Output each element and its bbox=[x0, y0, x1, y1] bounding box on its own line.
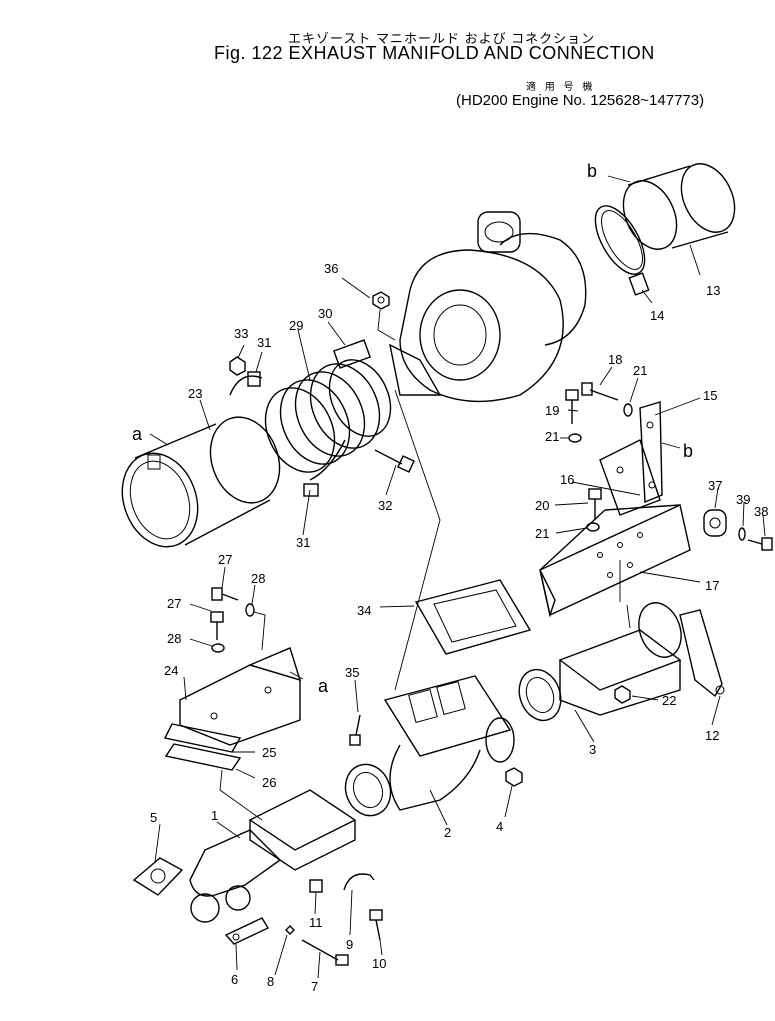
part-34-gasket bbox=[414, 579, 532, 655]
callout-23: 23 bbox=[188, 386, 202, 401]
callout-27-a: 27 bbox=[218, 552, 232, 567]
callout-14: 14 bbox=[650, 308, 664, 323]
callout-6: 6 bbox=[231, 972, 238, 987]
part-36-nut bbox=[372, 291, 390, 310]
callout-24: 24 bbox=[164, 663, 178, 678]
part-29-bellows bbox=[264, 339, 392, 473]
part-9-clamp bbox=[343, 873, 375, 891]
part-12-bracket bbox=[679, 609, 725, 698]
part-28-washer bbox=[245, 603, 255, 617]
callout-10: 10 bbox=[372, 956, 386, 971]
applicability-japanese: 適 用 号 機 bbox=[526, 82, 596, 93]
callout-12: 12 bbox=[705, 728, 719, 743]
part-8-washer bbox=[285, 925, 295, 935]
part-17-heat-shield bbox=[539, 503, 691, 618]
callout-32: 32 bbox=[378, 498, 392, 513]
callout-8: 8 bbox=[267, 974, 274, 989]
callout-39: 39 bbox=[736, 492, 750, 507]
callout-28-a: 28 bbox=[251, 571, 265, 586]
part-10-bolt bbox=[369, 909, 383, 941]
callout-28-b: 28 bbox=[167, 631, 181, 646]
callout-5: 5 bbox=[150, 810, 157, 825]
part-31-clamp bbox=[229, 371, 346, 497]
connection-marker-b-top: b bbox=[587, 161, 597, 181]
part-28-washer bbox=[211, 643, 225, 653]
turbocharger bbox=[389, 211, 587, 403]
callout-3: 3 bbox=[589, 742, 596, 757]
callout-21-b: 21 bbox=[535, 526, 549, 541]
part-18-bolt bbox=[581, 382, 619, 401]
part-7-bolt bbox=[301, 939, 349, 966]
part-13-exhaust-pipe bbox=[622, 163, 736, 250]
callout-7: 7 bbox=[311, 979, 318, 994]
callout-26: 26 bbox=[262, 775, 276, 790]
callout-16: 16 bbox=[560, 472, 574, 487]
callout-labels: 1 2 3 4 5 6 7 8 9 10 11 12 13 14 15 16 1… bbox=[132, 161, 768, 994]
part-21-washer bbox=[568, 433, 582, 443]
callout-35: 35 bbox=[345, 665, 359, 680]
part-38-bolt bbox=[747, 537, 773, 551]
callout-17: 17 bbox=[705, 578, 719, 593]
part-27-bolt bbox=[210, 611, 224, 640]
part-3-flange-pipe bbox=[518, 602, 682, 722]
connection-marker-b-bracket: b bbox=[683, 441, 693, 461]
part-24-bracket bbox=[179, 647, 302, 746]
part-20-bolt bbox=[588, 488, 602, 520]
part-21-washer bbox=[623, 403, 633, 417]
part-26-plate bbox=[164, 743, 242, 771]
part-4-nut bbox=[505, 767, 523, 787]
callout-27-b: 27 bbox=[167, 596, 181, 611]
part-35-bolt bbox=[349, 714, 361, 746]
callout-31-b: 31 bbox=[296, 535, 310, 550]
callout-20: 20 bbox=[535, 498, 549, 513]
part-19-bolt bbox=[565, 389, 579, 424]
callout-30: 30 bbox=[318, 306, 332, 321]
callout-21-c: 21 bbox=[633, 363, 647, 378]
japanese-title: エキゾースト マニホールド および コネクション bbox=[288, 31, 596, 46]
part-16-bracket bbox=[599, 439, 661, 516]
part-14-clamp bbox=[594, 205, 650, 296]
callout-1: 1 bbox=[211, 808, 218, 823]
connection-marker-a-bracket: a bbox=[318, 676, 329, 696]
connection-marker-a-left: a bbox=[132, 424, 143, 444]
callout-34: 34 bbox=[357, 603, 371, 618]
callout-25: 25 bbox=[262, 745, 276, 760]
callout-31-a: 31 bbox=[257, 335, 271, 350]
part-1-manifold bbox=[189, 789, 357, 923]
callout-38: 38 bbox=[754, 504, 768, 519]
callout-2: 2 bbox=[444, 825, 451, 840]
callout-4: 4 bbox=[496, 819, 503, 834]
callout-37: 37 bbox=[708, 478, 722, 493]
callout-21-a: 21 bbox=[545, 429, 559, 444]
part-32-bolt bbox=[374, 449, 415, 473]
callout-36: 36 bbox=[324, 261, 338, 276]
part-23-pipe bbox=[121, 416, 281, 548]
callout-18: 18 bbox=[608, 352, 622, 367]
part-21-washer bbox=[586, 522, 600, 532]
callout-9: 9 bbox=[346, 937, 353, 952]
callout-19: 19 bbox=[545, 403, 559, 418]
part-37-clip bbox=[703, 509, 727, 537]
part-5-gasket bbox=[132, 857, 184, 896]
part-22-nut bbox=[614, 685, 631, 704]
callout-22: 22 bbox=[662, 693, 676, 708]
applicability-text: (HD200 Engine No. 125628~147773) bbox=[456, 92, 705, 109]
callout-33: 33 bbox=[234, 326, 248, 341]
callout-29: 29 bbox=[289, 318, 303, 333]
part-6-plate bbox=[224, 917, 269, 945]
part-11-nut bbox=[309, 879, 323, 893]
figure-title: Fig. 122 EXHAUST MANIFOLD AND CONNECTION bbox=[214, 43, 655, 63]
callout-15: 15 bbox=[703, 388, 717, 403]
callout-13: 13 bbox=[706, 283, 720, 298]
part-2-elbow bbox=[344, 675, 515, 817]
part-25-plate bbox=[163, 723, 242, 753]
leader-lines bbox=[149, 175, 766, 979]
part-27-bolt bbox=[211, 587, 239, 601]
part-33-nut bbox=[229, 356, 246, 376]
callout-11: 11 bbox=[309, 915, 323, 930]
part-39-washer bbox=[738, 527, 746, 541]
